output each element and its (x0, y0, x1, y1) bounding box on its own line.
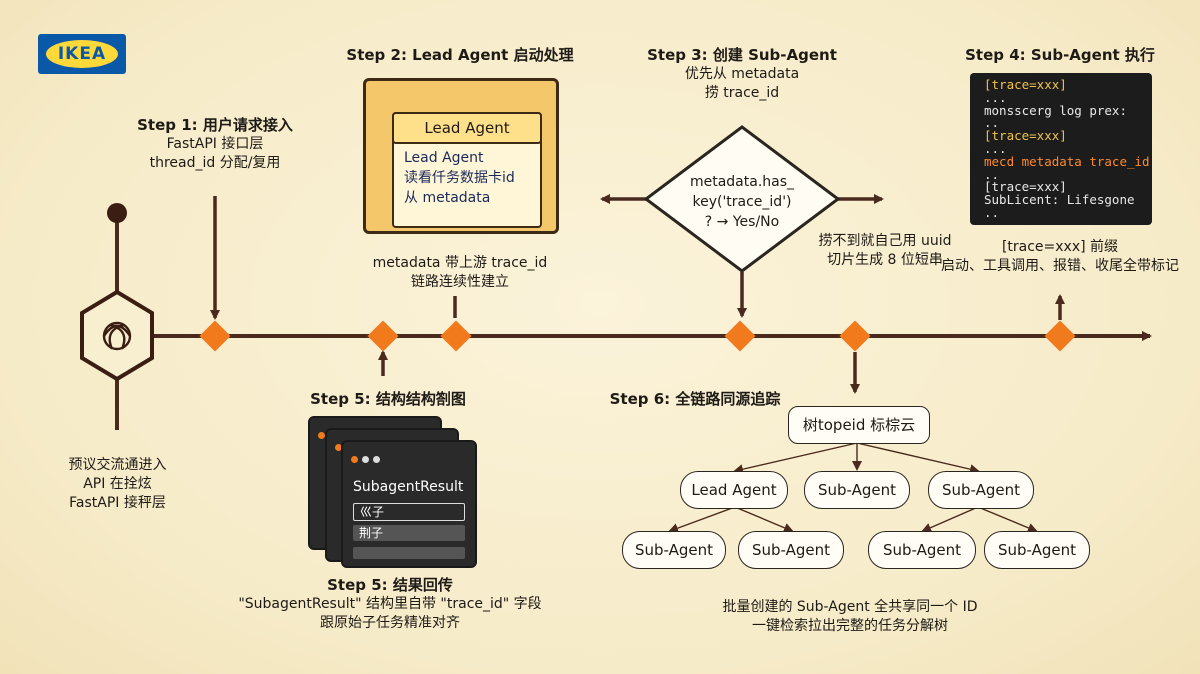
tree-node-sub-agent: Sub-Agent (928, 471, 1034, 509)
step4-title: Step 4: Sub-Agent 执行 (965, 46, 1155, 64)
step5-struct-title: Step 5: 结构结构劄图 (310, 390, 466, 408)
field-input-2: 荆子 (353, 525, 465, 541)
tree-root: 树topeid 标棕云 (788, 406, 930, 444)
field-input-1: 巛子 (353, 503, 465, 521)
folder-content: Lead Agent 读看仟务数据卡id 从 metadata (404, 150, 515, 206)
entry-dot (107, 203, 127, 223)
step2-caption: metadata 带上游 trace_id 链路连续性建立 (372, 255, 548, 290)
window-title: SubagentResult (353, 479, 464, 495)
fallback-caption: 捞不到就自己用 uuid 切片生成 8 位短串 (818, 233, 952, 268)
field-input-3 (353, 547, 465, 559)
step6-title: Step 6: 全链路同源追踪 (609, 390, 781, 408)
tree-node-lead-agent: Lead Agent (680, 471, 788, 509)
step4-caption: [trace=xxx] 前缀 启动、工具调用、报错、收尾全带标记 (941, 239, 1179, 274)
step1-text: Step 1: 用户请求接入 FastAPI 接口层 thread_id 分配/… (137, 116, 293, 171)
milestone-step5 (367, 320, 399, 352)
step5-return-text: Step 5: 结果回传 "SubagentResult" 结构里自带 "tra… (238, 576, 542, 631)
tree-leaf-sub-agent: Sub-Agent (984, 531, 1090, 569)
log-terminal: [trace=xxx] ... monsscerg log prex: .. [… (970, 73, 1152, 225)
entry-caption: 预议交流通进入 API 在拴炫 FastAPI 接秤层 (68, 457, 167, 511)
milestone-step4 (1044, 320, 1076, 352)
tree-leaf-sub-agent: Sub-Agent (738, 531, 844, 569)
step3-title: Step 3: 创建 Sub-Agent 优先从 metadata 捞 trac… (647, 46, 837, 101)
milestone-step3 (724, 320, 756, 352)
milestone-step1 (199, 320, 231, 352)
step2-title: Step 2: Lead Agent 启动处理 (346, 46, 574, 64)
folder-label: Lead Agent (392, 112, 542, 144)
step6-caption: 批量创建的 Sub-Agent 全共享同一个 ID 一键检索拉出完整的任务分解树 (722, 599, 978, 634)
subagent-result-window: SubagentResult 巛子 荆子 (341, 440, 477, 568)
tree-leaf-sub-agent: Sub-Agent (622, 531, 726, 569)
decision-diamond (643, 125, 841, 273)
milestone-step2 (440, 320, 472, 352)
agent-hexagon-icon (80, 289, 154, 382)
tree-node-sub-agent: Sub-Agent (804, 471, 910, 509)
tree-leaf-sub-agent: Sub-Agent (868, 531, 976, 569)
decision-text: metadata.has_ key('trace_id') ? → Yes/No (689, 174, 795, 230)
knot-icon (102, 321, 132, 351)
milestone-step6 (839, 320, 871, 352)
tree-connectors (668, 442, 1038, 533)
ikea-logo: IKEA (38, 34, 126, 74)
